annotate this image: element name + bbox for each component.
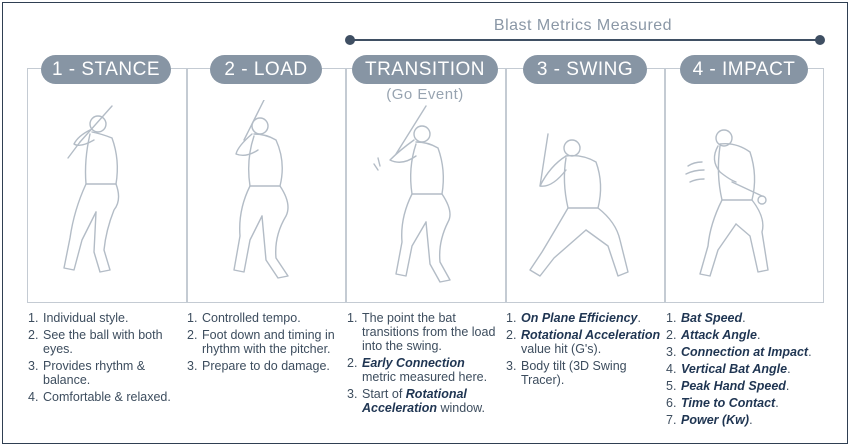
metric-name: On Plane Efficiency [521,311,638,325]
note-item: 1. Bat Speed. [666,311,826,325]
note-item: 5. Peak Hand Speed. [666,379,826,393]
note-item: 3. Provides rhythm & balance. [28,359,183,387]
note-number: 1. [666,311,677,325]
note-number: 6. [666,396,677,410]
note-number: 3. [506,359,517,373]
metric-name: Bat Speed [681,311,743,325]
note-text: window. [437,401,485,415]
note-item: 3. Start of Rotational Acceleration windo… [347,387,502,415]
note-text: . [785,379,790,393]
panel-divider [345,68,347,303]
note-text: Foot down and timing in rhythm with the … [202,328,335,356]
note-item: 4. Comfortable & relaxed. [28,390,183,404]
note-number: 1. [28,311,39,325]
note-text: value hit (G's). [521,342,602,356]
phase-label-load: 2 - LOAD [210,55,322,84]
note-number: 3. [347,387,358,401]
note-item: 1. Controlled tempo. [187,311,342,325]
note-number: 1. [347,311,358,325]
transition-subtitle: (Go Event) [386,86,464,103]
metric-name: Attack Angle [681,328,757,342]
note-number: 7. [666,413,677,427]
note-item: 2. Early Connection metric measured here. [347,356,502,384]
note-text: . [787,362,791,376]
phase-label-impact: 4 - IMPACT [680,55,808,84]
note-number: 4. [28,390,39,404]
panel-divider [664,68,666,303]
load-notes: 1. Controlled tempo. 2. Foot down and timin… [187,311,342,376]
note-text: Comfortable & relaxed. [43,390,171,404]
note-item: 3. Connection at Impact. [666,345,826,359]
metrics-title: Blast Metrics Measured [493,17,673,34]
note-number: 2. [666,328,677,342]
metrics-span-start-dot [345,35,355,45]
note-number: 3. [28,359,39,373]
panel-divider [505,68,507,303]
panel-divider [186,68,188,303]
metric-name: Connection at Impact [681,345,809,359]
batter-transition-figure [360,100,490,295]
metric-name: Rotational Acceleration [521,328,661,342]
batter-load-figure [200,100,330,295]
note-text: Controlled tempo. [202,311,301,325]
stance-notes: 1. Individual style. 2. See the ball with b… [28,311,183,407]
metric-name: Time to Contact [681,396,776,410]
note-number: 1. [187,311,198,325]
note-text: . [742,311,746,325]
note-number: 2. [347,356,358,370]
note-item: 1. Individual style. [28,311,183,325]
note-number: 2. [28,328,39,342]
note-item: 2. See the ball with both eyes. [28,328,183,356]
batter-impact-figure [680,100,810,295]
metrics-span-line [350,39,820,41]
note-item: 1. The point the bat transitions from the… [347,311,502,353]
note-text: . [756,328,761,342]
note-number: 4. [666,362,677,376]
note-number: 1. [506,311,517,325]
metric-name: Early Connection [362,356,465,370]
note-number: 5. [666,379,677,393]
note-number: 3. [187,359,198,373]
diagram-frame [2,2,848,444]
note-text: Individual style. [43,311,129,325]
note-number: 2. [187,328,198,342]
note-text: The point the bat transitions from the l… [362,311,496,353]
note-text: . [808,345,812,359]
phase-label-swing: 3 - SWING [523,55,647,84]
note-item: 2. Rotational Acceleration value hit (G's… [506,328,661,356]
batter-swing-figure [520,100,650,295]
swing-notes: 1. On Plane Efficiency. 2. Rotational Accel… [506,311,661,390]
note-number: 3. [666,345,677,359]
note-text: . [637,311,641,325]
metrics-span-end-dot [815,35,825,45]
note-item: 3. Body tilt (3D Swing Tracer). [506,359,661,387]
metric-name: Vertical Bat Angle [681,362,788,376]
note-item: 1. On Plane Efficiency. [506,311,661,325]
note-text: Start of [362,387,406,401]
note-text: . [775,396,779,410]
impact-notes: 1. Bat Speed. 2. Attack Angle. 3. Connection … [666,311,826,430]
note-text: Body tilt (3D Swing Tracer). [521,359,627,387]
note-item: 6. Time to Contact. [666,396,826,410]
batter-stance-figure [40,100,170,295]
phase-label-transition: TRANSITION [352,55,498,84]
note-item: 3. Prepare to do damage. [187,359,342,373]
transition-notes: 1. The point the bat transitions from the… [347,311,502,418]
note-text: Provides rhythm & balance. [43,359,146,387]
metric-name: Peak Hand Speed [681,379,786,393]
note-text: See the ball with both eyes. [43,328,163,356]
note-item: 2. Foot down and timing in rhythm with th… [187,328,342,356]
phase-label-stance: 1 - STANCE [41,55,171,84]
note-number: 2. [506,328,517,342]
metric-name: Rotational Acceleration [362,387,467,415]
note-item: 7. Power (Kw). [666,413,826,427]
metric-name: Power (Kw) [681,413,750,427]
note-item: 4. Vertical Bat Angle. [666,362,826,376]
note-text: Prepare to do damage. [202,359,330,373]
note-item: 2. Attack Angle. [666,328,826,342]
note-text: metric measured here. [362,370,488,384]
note-text: . [749,413,753,427]
